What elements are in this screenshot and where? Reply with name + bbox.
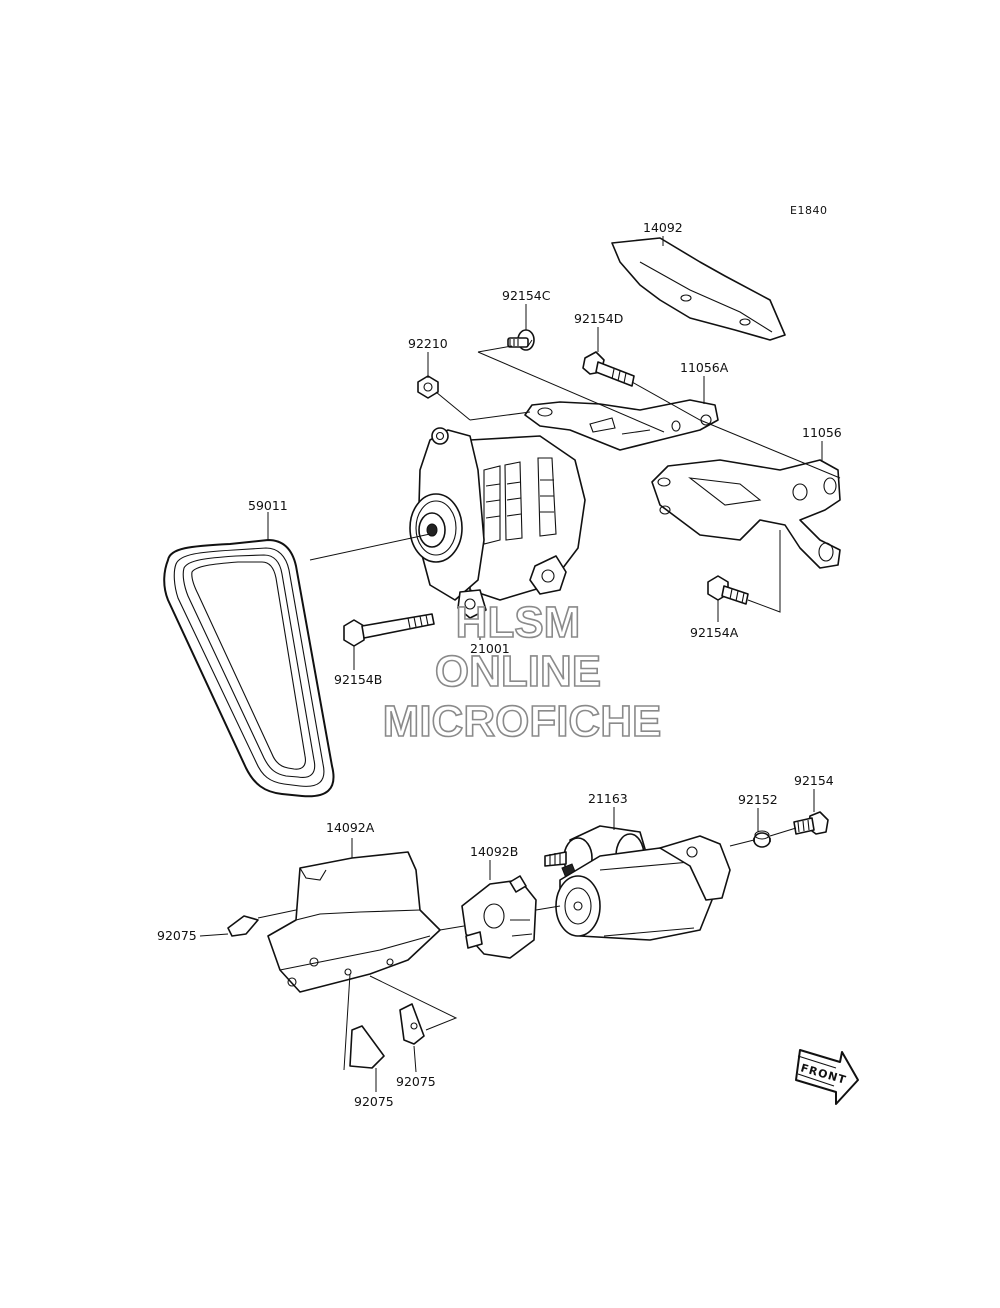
part-59011-v-belt — [163, 539, 335, 798]
watermark-line-1: HLSM — [456, 598, 581, 647]
watermark-line-3: MICROFICHE — [383, 697, 662, 746]
label-11056: 11056 — [802, 425, 842, 440]
part-14092b-insulator — [461, 875, 537, 959]
leader-lines — [199, 236, 841, 1092]
part-21163-starter-motor — [544, 825, 731, 941]
part-21001-alternator — [409, 427, 586, 619]
front-arrow-icon: FRONT — [795, 1049, 859, 1105]
label-92075-bottom: 92075 — [354, 1094, 394, 1109]
label-14092a: 14092A — [326, 820, 375, 835]
label-92154: 92154 — [794, 773, 834, 788]
part-92154c-bolt — [507, 329, 535, 351]
diagram-code: E1840 — [790, 204, 827, 217]
part-92154b-bolt — [343, 613, 435, 647]
label-92154d: 92154D — [574, 311, 623, 326]
label-59011: 59011 — [248, 498, 288, 513]
watermark: HLSM ONLINE MICROFICHE — [382, 597, 662, 747]
part-92075-pad-left — [227, 915, 259, 937]
part-11056-bracket — [651, 459, 841, 569]
part-92152-collar — [753, 830, 771, 848]
label-14092b: 14092B — [470, 844, 518, 859]
part-92210-nut — [417, 375, 439, 399]
label-92154a: 92154A — [690, 625, 739, 640]
part-92075-pad-bottom-left — [349, 1025, 385, 1069]
part-92154a-bolt — [707, 575, 749, 605]
label-21163: 21163 — [588, 791, 628, 806]
label-92152: 92152 — [738, 792, 778, 807]
label-11056a: 11056A — [680, 360, 729, 375]
part-92154-bolt — [793, 811, 829, 835]
watermark-line-2: ONLINE — [435, 647, 601, 696]
label-92075-left: 92075 — [157, 928, 197, 943]
part-92075-pad-bottom-right — [399, 1003, 425, 1045]
part-92154d-bolt — [582, 351, 635, 387]
label-21001: 21001 — [470, 641, 510, 656]
part-labels: 14092 92154C 92154D 92210 11056A 11056 5… — [157, 220, 842, 1109]
part-14092a-heat-shield — [267, 851, 441, 993]
label-92210: 92210 — [408, 336, 448, 351]
part-14092-heat-shield — [611, 237, 786, 341]
label-92075-right: 92075 — [396, 1074, 436, 1089]
label-14092: 14092 — [643, 220, 683, 235]
label-92154c: 92154C — [502, 288, 551, 303]
part-11056a-bracket — [524, 399, 719, 451]
label-92154b: 92154B — [334, 672, 382, 687]
